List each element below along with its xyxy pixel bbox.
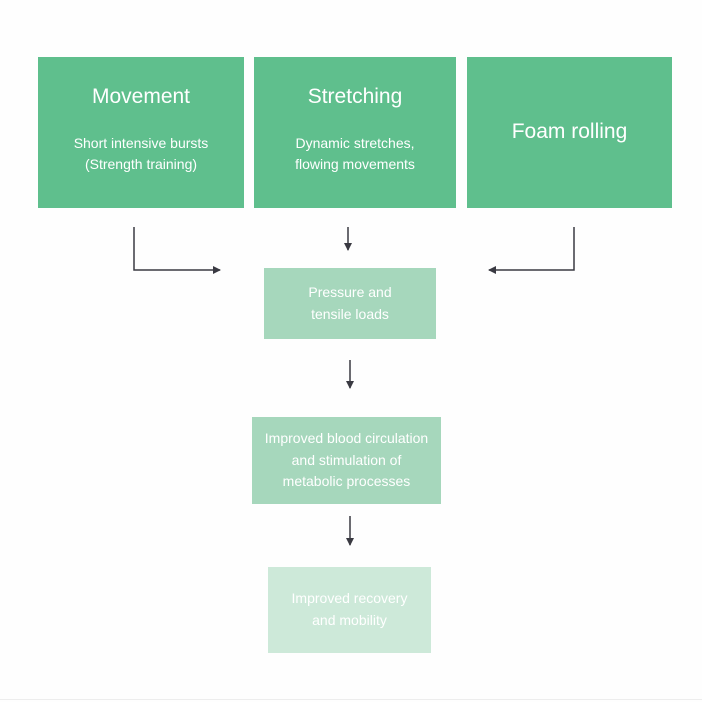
arrow-movement-to-pressure (133, 227, 221, 274)
node-pressure-tensile-loads: Pressure and tensile loads (264, 268, 436, 339)
node-stretching-title: Stretching (307, 85, 403, 108)
bottom-divider (0, 699, 702, 700)
node-movement-title: Movement (91, 85, 191, 108)
node-pressure-label: Pressure and tensile loads (308, 283, 392, 322)
node-foam-rolling-title: Foam rolling (511, 120, 628, 144)
node-movement: Movement Short intensive bursts (Strengt… (38, 57, 244, 208)
arrow-foam-to-pressure (488, 227, 575, 274)
node-blood-circulation-label: Improved blood circulation and stimulati… (264, 429, 429, 490)
node-blood-circulation: Improved blood circulation and stimulati… (252, 417, 441, 504)
node-stretching-subtitle: Dynamic stretches, flowing movements (295, 135, 415, 173)
node-foam-rolling: Foam rolling (467, 57, 672, 208)
node-stretching: Stretching Dynamic stretches, flowing mo… (254, 57, 456, 208)
node-recovery-mobility: Improved recovery and mobility (268, 567, 431, 653)
node-recovery-label: Improved recovery and mobility (291, 590, 408, 628)
node-movement-subtitle: Short intensive bursts (Strength trainin… (73, 135, 209, 173)
